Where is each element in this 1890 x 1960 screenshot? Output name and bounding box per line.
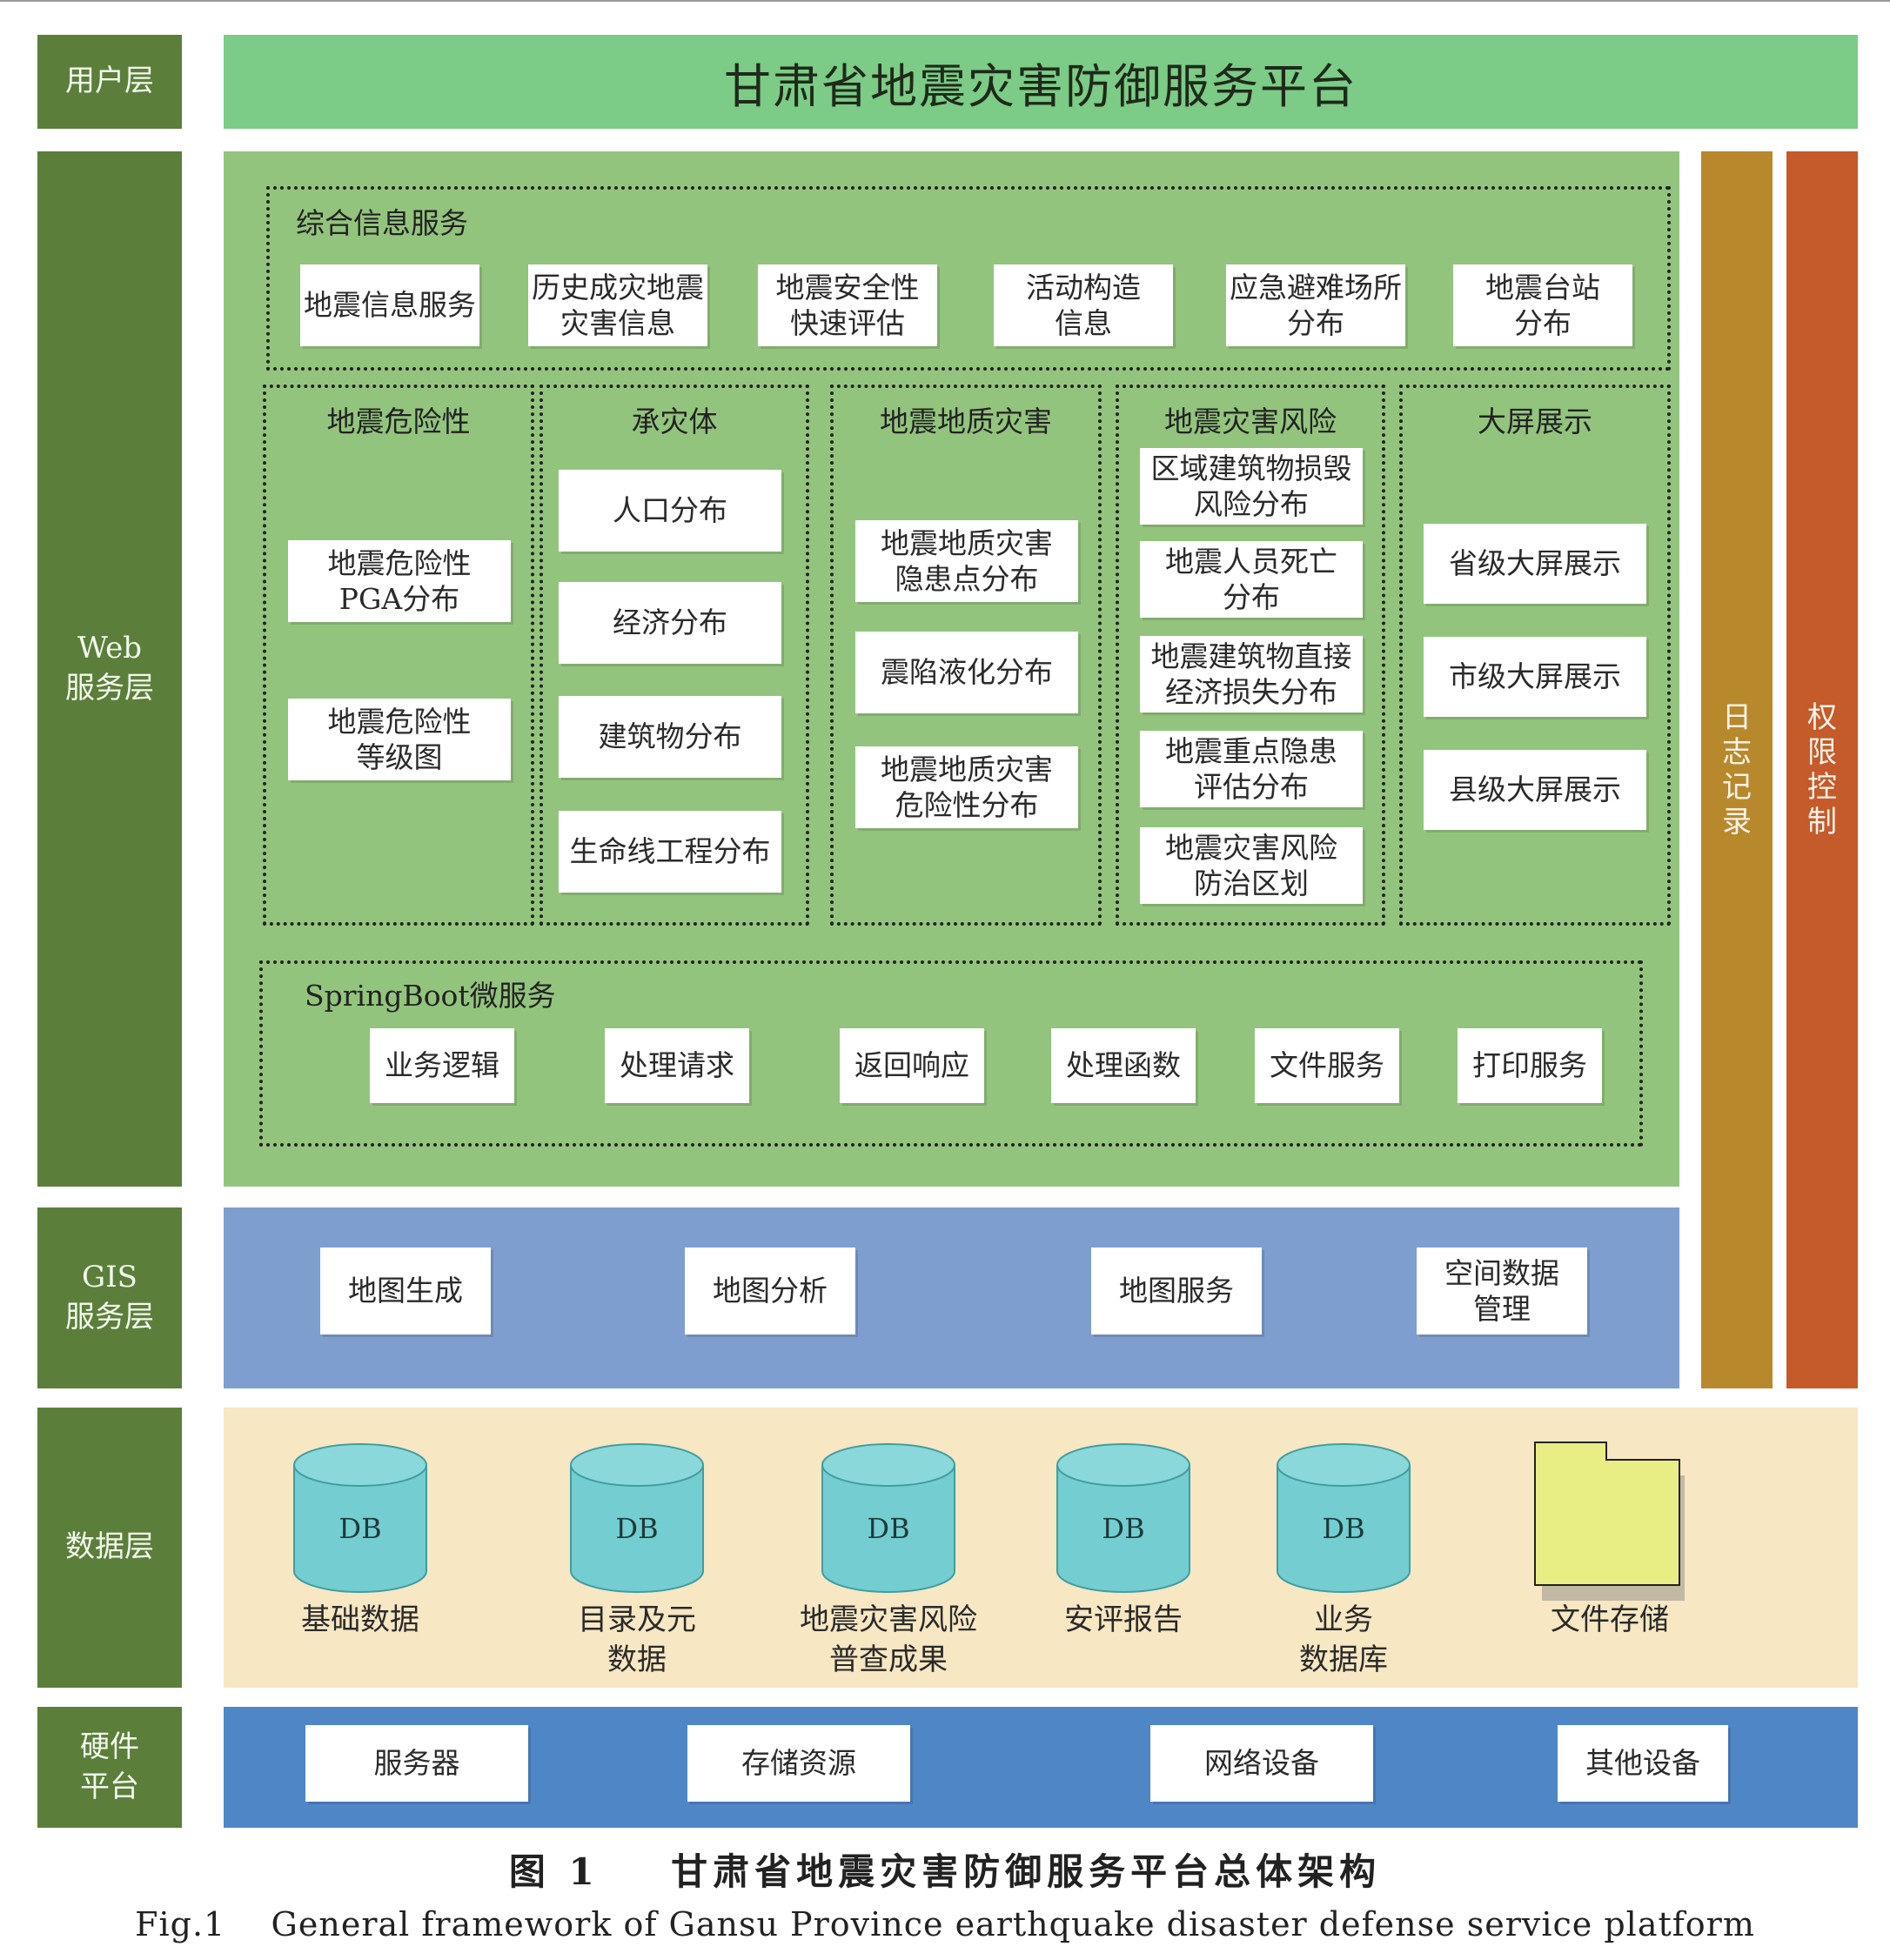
gis-item: 地图分析 [685, 1248, 855, 1335]
log-record-label: 日志记录 [1722, 699, 1752, 840]
gis-item: 空间数据 管理 [1417, 1248, 1587, 1335]
database-cylinder: DB [293, 1443, 427, 1593]
group-item: 经济分布 [559, 582, 781, 664]
springboot-item: 返回响应 [840, 1028, 984, 1103]
group-item: 地震危险性 等级图 [288, 699, 511, 780]
group-item: 省级大屏展示 [1424, 524, 1646, 604]
info-service-item: 地震安全性 快速评估 [758, 264, 937, 346]
permission-control-bar: 权限控制 [1786, 151, 1858, 1388]
permission-control-label: 权限控制 [1807, 699, 1837, 840]
group-item: 区域建筑物损毁 风险分布 [1140, 448, 1363, 525]
springboot-item: 处理请求 [605, 1028, 749, 1103]
db-text: DB [867, 1512, 909, 1545]
group-item: 震陷液化分布 [855, 632, 1078, 713]
hardware-item: 存储资源 [687, 1725, 910, 1802]
data-item-label: 目录及元 数据 [578, 1602, 696, 1677]
springboot-title: SpringBoot微服务 [305, 979, 556, 1013]
group-title: 地震地质灾害 [880, 405, 1052, 438]
data-item-label: 地震灾害风险 普查成果 [800, 1602, 977, 1677]
user-layer-band: 甘肃省地震灾害防御服务平台 [224, 35, 1858, 129]
info-service-title: 综合信息服务 [296, 206, 468, 240]
group-item: 市级大屏展示 [1424, 637, 1646, 717]
group-title: 地震危险性 [326, 405, 471, 438]
layer-label-data: 数据层 [37, 1408, 182, 1688]
info-service-item: 活动构造 信息 [994, 264, 1173, 346]
springboot-item: 业务逻辑 [370, 1028, 514, 1103]
info-service-item: 地震信息服务 [300, 264, 479, 346]
hardware-item: 网络设备 [1150, 1725, 1373, 1802]
group-exposure [540, 385, 809, 926]
file-folder-icon [1534, 1442, 1685, 1601]
figure-caption-cn: 图 1 甘肃省地震灾害防御服务平台总体架构 [508, 1850, 1382, 1893]
springboot-group [259, 960, 1643, 1147]
group-item: 县级大屏展示 [1424, 750, 1646, 830]
info-service-group [266, 186, 1671, 371]
data-item-label: 基础数据 [301, 1602, 419, 1637]
group-item: 地震建筑物直接 经济损失分布 [1140, 636, 1363, 712]
group-item: 建筑物分布 [559, 696, 781, 778]
info-service-item: 历史成灾地震 灾害信息 [528, 264, 707, 346]
layer-label-hardware: 硬件 平台 [37, 1707, 182, 1828]
springboot-item: 打印服务 [1458, 1028, 1602, 1103]
gis-item: 地图生成 [320, 1248, 491, 1335]
springboot-item: 处理函数 [1051, 1028, 1196, 1103]
info-service-item: 地震台站 分布 [1453, 264, 1632, 346]
group-title: 承灾体 [631, 405, 718, 438]
gis-item: 地图服务 [1091, 1248, 1262, 1335]
group-item: 地震灾害风险 防治区划 [1140, 827, 1363, 904]
group-item: 生命线工程分布 [559, 811, 781, 893]
db-text: DB [615, 1512, 658, 1545]
database-cylinder: DB [1056, 1443, 1190, 1593]
group-item: 地震重点隐患 评估分布 [1140, 731, 1363, 807]
hardware-item: 其他设备 [1558, 1725, 1728, 1802]
group-title: 大屏展示 [1478, 405, 1592, 438]
group-seismic-hazard [263, 385, 534, 926]
data-item-label: 业务 数据库 [1299, 1602, 1388, 1677]
db-text: DB [1322, 1512, 1364, 1545]
layer-label-web: Web 服务层 [37, 151, 182, 1187]
group-item: 地震地质灾害 危险性分布 [855, 746, 1078, 828]
database-cylinder: DB [570, 1443, 704, 1593]
group-item: 地震地质灾害 隐患点分布 [855, 520, 1078, 602]
group-big-screen [1399, 385, 1671, 926]
database-cylinder: DB [821, 1443, 955, 1593]
group-disaster-risk [1116, 385, 1385, 926]
group-item: 地震人员死亡 分布 [1140, 541, 1363, 618]
group-geological-disaster [830, 385, 1102, 926]
group-item: 地震危险性 PGA分布 [288, 540, 511, 622]
platform-title: 甘肃省地震灾害防御服务平台 [724, 58, 1357, 114]
data-item-label: 安评报告 [1064, 1602, 1183, 1637]
group-title: 地震灾害风险 [1164, 405, 1337, 438]
db-text: DB [1102, 1512, 1144, 1545]
hardware-item: 服务器 [305, 1725, 528, 1802]
figure-caption-en: Fig.1 General framework of Gansu Provinc… [135, 1905, 1755, 1943]
group-item: 人口分布 [559, 470, 781, 552]
file-storage-label: 文件存储 [1551, 1602, 1669, 1637]
db-text: DB [338, 1512, 381, 1545]
log-record-bar: 日志记录 [1701, 151, 1773, 1388]
layer-label-gis: GIS 服务层 [37, 1207, 182, 1388]
top-rule [0, 0, 1890, 2]
database-cylinder: DB [1277, 1443, 1411, 1593]
layer-label-user: 用户层 [37, 35, 182, 129]
springboot-item: 文件服务 [1255, 1028, 1399, 1103]
info-service-item: 应急避难场所 分布 [1226, 264, 1405, 346]
